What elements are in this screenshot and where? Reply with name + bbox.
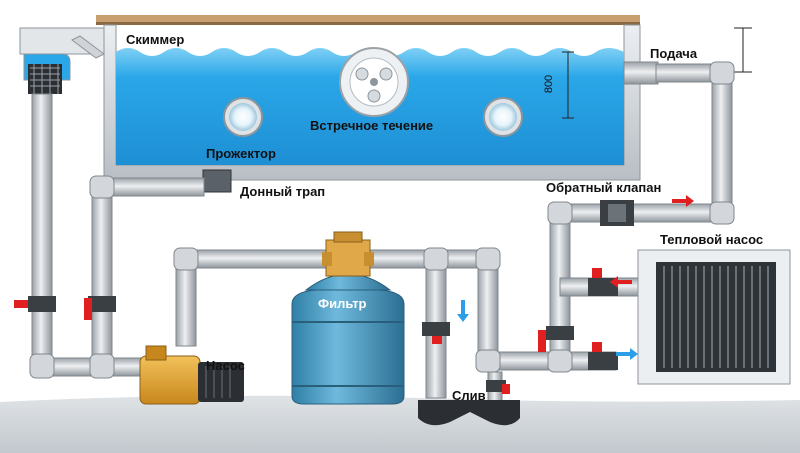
- filter: [291, 231, 405, 405]
- valve-heatpump-out: [588, 342, 618, 370]
- pipe-elbows: [29, 61, 735, 379]
- valve-drain-outlet: [486, 380, 510, 394]
- label-check-valve: Обратный клапан: [546, 180, 662, 195]
- label-projector: Прожектор: [206, 146, 276, 161]
- check-valve: [600, 200, 634, 226]
- pool-deck: [96, 15, 640, 23]
- arrow-check-valve: [672, 195, 694, 207]
- valve-heatpump-in: [588, 268, 618, 296]
- bottom-drain: [202, 169, 232, 193]
- drain-trough: [418, 400, 520, 426]
- label-depth: 800: [543, 74, 556, 94]
- projector-lamp-right: [483, 97, 523, 137]
- valve-bypass: [538, 326, 574, 352]
- skimmer: [19, 27, 105, 94]
- label-skimmer: Скиммер: [126, 32, 185, 47]
- valves: [14, 200, 634, 394]
- depth-dimension: [562, 27, 752, 119]
- ground: [0, 395, 800, 453]
- valve-bottom-drain: [84, 296, 116, 320]
- supply-inlet: [623, 61, 659, 85]
- valve-skimmer: [14, 296, 56, 312]
- arrow-heatpump-in: [610, 276, 632, 288]
- valve-drain: [422, 322, 450, 344]
- arrow-heatpump-out: [616, 348, 638, 360]
- label-filter: Фильтр: [318, 296, 367, 311]
- arrow-filter-down: [457, 300, 469, 322]
- label-heat-pump: Тепловой насос: [660, 232, 764, 247]
- flow-arrows: [457, 195, 694, 360]
- label-drain: Слив: [452, 388, 486, 403]
- heat-pump: [637, 249, 791, 385]
- counter-current-unit: [339, 47, 409, 117]
- pump: [139, 345, 244, 405]
- label-pump: Насос: [206, 358, 245, 373]
- label-bottom-drain: Донный трап: [240, 184, 326, 199]
- label-supply: Подача: [650, 46, 698, 61]
- pool-deck-edge: [96, 22, 640, 25]
- label-counter-current: Встречное течение: [310, 118, 434, 133]
- projector-lamp-left: [223, 97, 263, 137]
